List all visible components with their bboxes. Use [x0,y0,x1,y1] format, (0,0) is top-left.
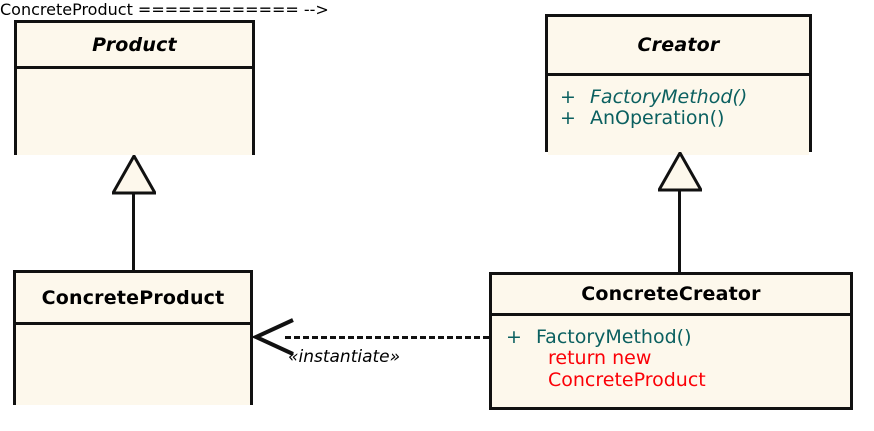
instantiate-arrowhead [251,316,297,360]
class-title-cell-concrete-creator: ConcreteCreator [492,275,850,316]
instantiate-dependency-line [285,336,489,339]
member-name: FactoryMethod() [590,86,748,108]
class-box-product[interactable]: Product [14,20,255,155]
class-body-product [17,69,252,155]
generalization-line-creator [678,189,681,273]
class-name-concrete-product: ConcreteProduct [41,286,225,309]
member-visibility: + [560,86,576,108]
class-body-concrete-creator: + FactoryMethod() return new ConcretePro… [492,316,850,407]
member-row: + AnOperation() [560,107,809,130]
class-title-cell-creator: Creator [548,17,809,76]
generalization-arrowhead-creator [656,149,704,192]
member-row: + FactoryMethod() [506,326,850,348]
generalization-arrowhead-product [110,152,158,195]
class-body-concrete-product [16,325,250,405]
class-box-creator[interactable]: Creator + FactoryMethod() + AnOperation(… [545,14,812,155]
generalization-line-product [132,192,135,272]
class-title-cell-product: Product [17,23,252,69]
member-row: + FactoryMethod() [560,86,809,108]
class-title-cell-concrete-product: ConcreteProduct [16,273,250,325]
class-name-creator: Creator [637,34,720,56]
class-name-product: Product [92,33,177,56]
class-box-concrete-product[interactable]: ConcreteProduct [13,270,253,405]
member-name: FactoryMethod() [536,326,692,348]
code-line: ConcreteProduct [548,368,706,391]
member-visibility: + [560,107,576,130]
instantiate-label: «instantiate» [288,347,401,367]
class-name-concrete-creator: ConcreteCreator [581,283,761,305]
code-line: return new [548,347,652,370]
member-name: AnOperation() [590,107,725,130]
member-visibility: + [506,326,522,348]
class-box-concrete-creator[interactable]: ConcreteCreator + FactoryMethod() return… [489,272,853,410]
class-body-creator: + FactoryMethod() + AnOperation() [548,76,809,155]
